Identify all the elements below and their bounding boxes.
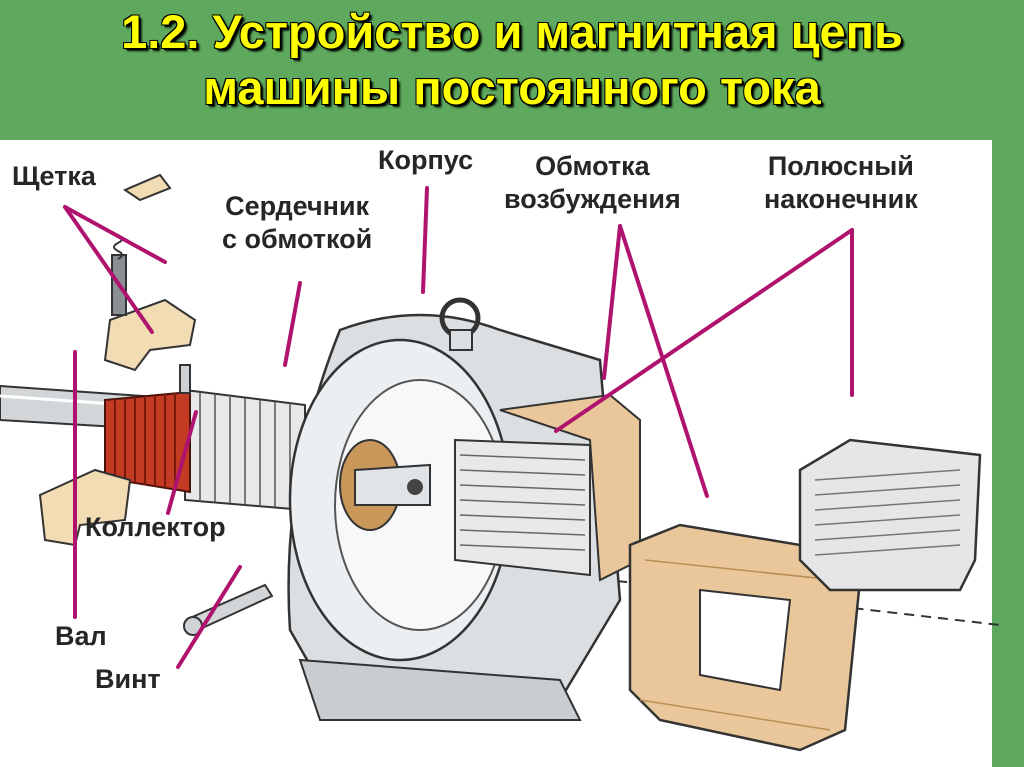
label-commutator: Коллектор <box>85 512 226 542</box>
label-brush: Щетка <box>12 161 96 191</box>
pole-piece-drawing <box>798 438 982 592</box>
label-shaft: Вал <box>55 621 107 651</box>
brush-holder-bottom <box>38 468 132 547</box>
label-core: Сердечник с обмоткой <box>222 190 372 256</box>
leader-field-1 <box>602 224 622 380</box>
screw-drawing <box>183 583 274 636</box>
leader-screw <box>176 565 242 669</box>
label-field-line-2: возбуждения <box>504 184 681 214</box>
brush-holder-top <box>103 254 197 372</box>
leader-brush-1 <box>63 205 167 264</box>
housing-winding-disk <box>339 439 431 531</box>
leader-commutator <box>166 410 198 515</box>
label-pole-line-2: наконечник <box>764 184 918 214</box>
armature-core-drawing <box>184 388 306 512</box>
leader-lines <box>63 186 854 669</box>
leader-field-2 <box>618 224 709 498</box>
label-pole-piece: Полюсный наконечник <box>764 150 918 216</box>
leader-brush-2 <box>63 205 154 334</box>
label-housing: Корпус <box>378 145 474 175</box>
label-core-line-1: Сердечник <box>225 191 370 221</box>
leader-housing <box>421 186 429 294</box>
field-coil-drawing <box>628 523 862 752</box>
brush-spring <box>113 173 172 260</box>
inner-pole-drawing <box>454 438 591 577</box>
label-pole-line-1: Полюсный <box>767 151 914 181</box>
commutator-drawing <box>104 390 191 494</box>
title-line-1: 1.2. Устройство и магнитная цепь <box>121 5 903 58</box>
slide-title: 1.2. Устройство и магнитная цепь машины … <box>0 4 1024 116</box>
label-screw: Винт <box>95 664 161 694</box>
label-core-line-2: с обмоткой <box>222 224 373 254</box>
label-field-line-1: Обмотка <box>535 151 650 181</box>
leader-pole-1 <box>554 228 854 433</box>
title-line-2: машины постоянного тока <box>203 61 821 114</box>
assembly-axis <box>329 547 1001 626</box>
leader-core <box>283 281 302 367</box>
label-field-winding: Обмотка возбуждения <box>504 150 681 216</box>
small-screw-top <box>179 364 191 394</box>
